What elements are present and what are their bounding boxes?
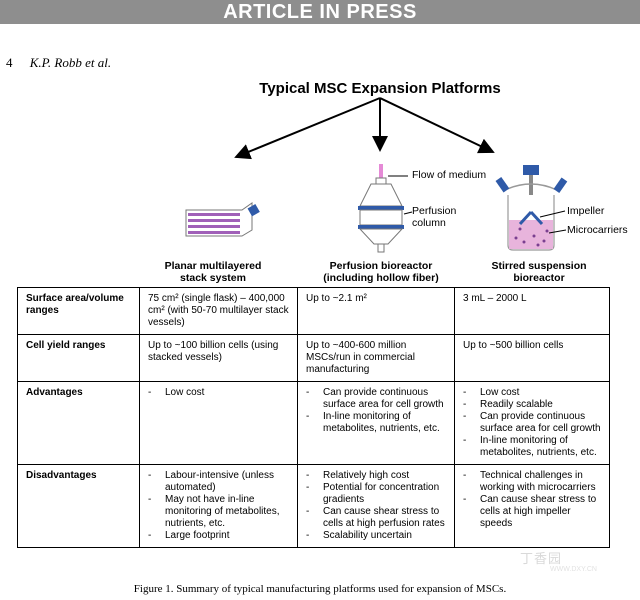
arrow-right xyxy=(379,97,495,154)
list-item: Can provide continuous surface area for … xyxy=(306,387,446,411)
platform-perfusion-label: Perfusion bioreactor (including hollow f… xyxy=(323,260,439,284)
list-item: Potential for concentration gradients xyxy=(306,482,446,506)
row-header-disadvantages: Disadvantages xyxy=(17,464,140,548)
list-item: Readily scalable xyxy=(463,399,601,411)
cell-disadvantages-perfusion: Relatively high cost Potential for conce… xyxy=(297,464,455,548)
table-row: Cell yield ranges Up to ~100 billion cel… xyxy=(17,334,610,382)
list-item: Scalability uncertain xyxy=(306,530,446,542)
list-item: Low cost xyxy=(463,387,601,399)
surface-area-planar-note: (single flask) – 400,000 cm² (with 50-70… xyxy=(148,293,289,328)
table-row: Disadvantages Labour-intensive (unless a… xyxy=(17,464,610,548)
platform-summary-table: Surface area/volume ranges 75 cm² (singl… xyxy=(17,287,610,548)
perfusion-column-label: Perfusion column xyxy=(412,205,457,229)
list-item: Low cost xyxy=(148,387,289,399)
list-item: Large footprint xyxy=(148,530,289,542)
figure-title: Typical MSC Expansion Platforms xyxy=(259,80,501,97)
article-in-press-banner: ARTICLE IN PRESS xyxy=(0,0,640,24)
row-header-cell-yield: Cell yield ranges xyxy=(17,334,140,382)
watermark-url: WWW.DXY.CN xyxy=(550,566,597,573)
cell-advantages-planar: Low cost xyxy=(139,381,298,465)
cell-disadvantages-planar: Labour-intensive (unless automated) May … xyxy=(139,464,298,548)
stack-flask-icon xyxy=(185,202,260,237)
flask-cap-icon xyxy=(247,204,260,217)
platform-diagram xyxy=(185,97,568,253)
table-row: Surface area/volume ranges 75 cm² (singl… xyxy=(17,287,610,335)
cell-advantages-perfusion: Can provide continuous surface area for … xyxy=(297,381,455,465)
arrows xyxy=(234,97,495,160)
list-item: Can cause shear stress to cells at high … xyxy=(463,494,601,530)
perfusion-column-icon xyxy=(358,164,404,253)
surface-area-planar-value: 75 cm² xyxy=(148,293,179,304)
motor-cap-icon xyxy=(523,165,539,175)
microcarriers-label: Microcarriers xyxy=(567,224,628,236)
cell-surface-area-perfusion: Up to ~2.1 m² xyxy=(297,287,455,335)
table-row: Advantages Low cost Can provide continuo… xyxy=(17,381,610,465)
cell-yield-stirred: Up to ~500 billion cells xyxy=(454,334,610,382)
list-item: Can cause shear stress to cells at high … xyxy=(306,506,446,530)
side-port-right-icon xyxy=(553,177,568,194)
platform-planar-label: Planar multilayered stack system xyxy=(164,260,262,284)
list-item: Technical challenges in working with mic… xyxy=(463,470,601,494)
list-item: Labour-intensive (unless automated) xyxy=(148,470,289,494)
cell-yield-planar: Up to ~100 billion cells (using stacked … xyxy=(139,334,298,382)
stirred-bioreactor-icon xyxy=(495,165,568,251)
list-item: In-line monitoring of metabolites, nutri… xyxy=(306,411,446,435)
list-item: Can provide continuous surface area for … xyxy=(463,411,601,435)
arrow-left xyxy=(234,97,381,160)
row-header-surface-area: Surface area/volume ranges xyxy=(17,287,140,335)
list-item: Relatively high cost xyxy=(306,470,446,482)
running-head: 4 K.P. Robb et al. xyxy=(6,55,111,71)
flow-of-medium-label: Flow of medium xyxy=(412,169,487,181)
cell-surface-area-stirred: 3 mL – 2000 L xyxy=(454,287,610,335)
cell-surface-area-planar: 75 cm² (single flask) – 400,000 cm² (wit… xyxy=(139,287,298,335)
author-line: K.P. Robb et al. xyxy=(29,55,112,70)
side-port-left-icon xyxy=(495,176,510,193)
list-item: May not have in-line monitoring of metab… xyxy=(148,494,289,530)
page-number: 4 xyxy=(6,55,13,70)
impeller-label: Impeller xyxy=(567,205,605,217)
row-header-advantages: Advantages xyxy=(17,381,140,465)
cell-yield-perfusion: Up to ~400-600 million MSCs/run in comme… xyxy=(297,334,455,382)
list-item: In-line monitoring of metabolites, nutri… xyxy=(463,435,601,459)
figure-caption: Figure 1. Summary of typical manufacturi… xyxy=(133,583,507,595)
platform-stirred-label: Stirred suspension bioreactor xyxy=(491,260,587,284)
watermark-logo: 丁香园 xyxy=(520,551,563,566)
cell-advantages-stirred: Low cost Readily scalable Can provide co… xyxy=(454,381,610,465)
cell-disadvantages-stirred: Technical challenges in working with mic… xyxy=(454,464,610,548)
